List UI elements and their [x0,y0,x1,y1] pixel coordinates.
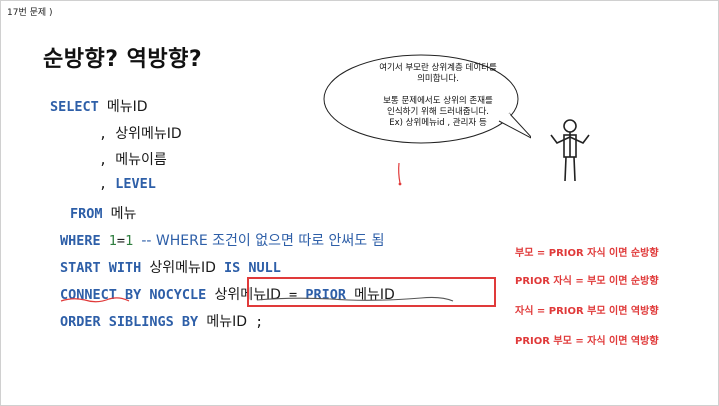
code-line-start-with: START WITH 상위메뉴ID IS NULL [60,257,281,277]
slide-title: 순방향? 역방향? [43,47,203,72]
rule-reverse-2: PRIOR 부모 = 자식 이면 역방향 [515,336,659,347]
code-line-parent-id: , 상위메뉴ID [99,123,182,143]
keyword-start-with: START WITH [60,260,142,276]
comma: , [99,152,108,168]
keyword-level: LEVEL [115,176,156,192]
code-line-level: , LEVEL [99,176,156,192]
speech-bubble-shape [323,54,531,144]
code-line-menu-name: , 메뉴이름 [99,149,167,169]
column-menu-id: 메뉴ID [106,99,148,115]
person-icon [550,119,590,182]
speech-bubble-text: 여기서 부모란 상위계층 데이터를 의미합니다. 보통 문제에서도 상위의 존재… [353,63,523,129]
highlight-box [247,277,496,307]
rule-forward-2: PRIOR 자식 = 부모 이면 순방향 [515,276,659,287]
keyword-where: WHERE [60,233,101,249]
code-line-select: SELECT 메뉴ID [50,96,148,116]
semicolon: ; [255,314,264,330]
keyword-is-null: IS NULL [224,260,281,276]
code-comment: -- WHERE 조건이 없으면 따로 안써도 됨 [141,233,385,249]
keyword-from: FROM [70,206,103,222]
equals-sign: = [116,233,126,249]
number-one: 1 [108,233,117,249]
code-line-order-siblings: ORDER SIBLINGS BY 메뉴ID ; [60,311,263,331]
bubble-line: 보통 문제에서도 상위의 존재를 [383,96,493,106]
table-menu: 메뉴 [110,206,137,222]
bubble-line: 의미합니다. [417,74,459,84]
rule-reverse-1: 자식 = PRIOR 부모 이면 역방향 [515,306,659,317]
column-menu-name: 메뉴이름 [115,152,167,168]
column-menu-id: 메뉴ID [354,287,395,303]
column-parent-menu-id: 상위메뉴ID [149,260,216,276]
code-line-where: WHERE 1=1 -- WHERE 조건이 없으면 따로 안써도 됨 [60,230,385,250]
bubble-line: Ex) 상위메뉴id , 관리자 등 [389,118,487,128]
problem-number-label: 17번 문제 ) [7,8,53,18]
equals-sign: = [289,287,298,303]
column-menu-id: 메뉴ID [206,314,247,330]
keyword-select: SELECT [50,99,99,115]
keyword-order-siblings-by: ORDER SIBLINGS BY [60,314,199,330]
rule-forward-1: 부모 = PRIOR 자식 이면 순방향 [515,248,659,259]
comma: , [99,126,108,142]
code-line-from: FROM 메뉴 [70,203,136,223]
column-parent-menu-id: 상위메뉴ID [115,126,182,142]
number-one: 1 [125,233,134,249]
bubble-line: 인식하기 위해 드러내줍니다. [387,107,489,117]
comma: , [99,176,108,192]
bubble-line: 여기서 부모란 상위계층 데이터를 [379,63,497,73]
